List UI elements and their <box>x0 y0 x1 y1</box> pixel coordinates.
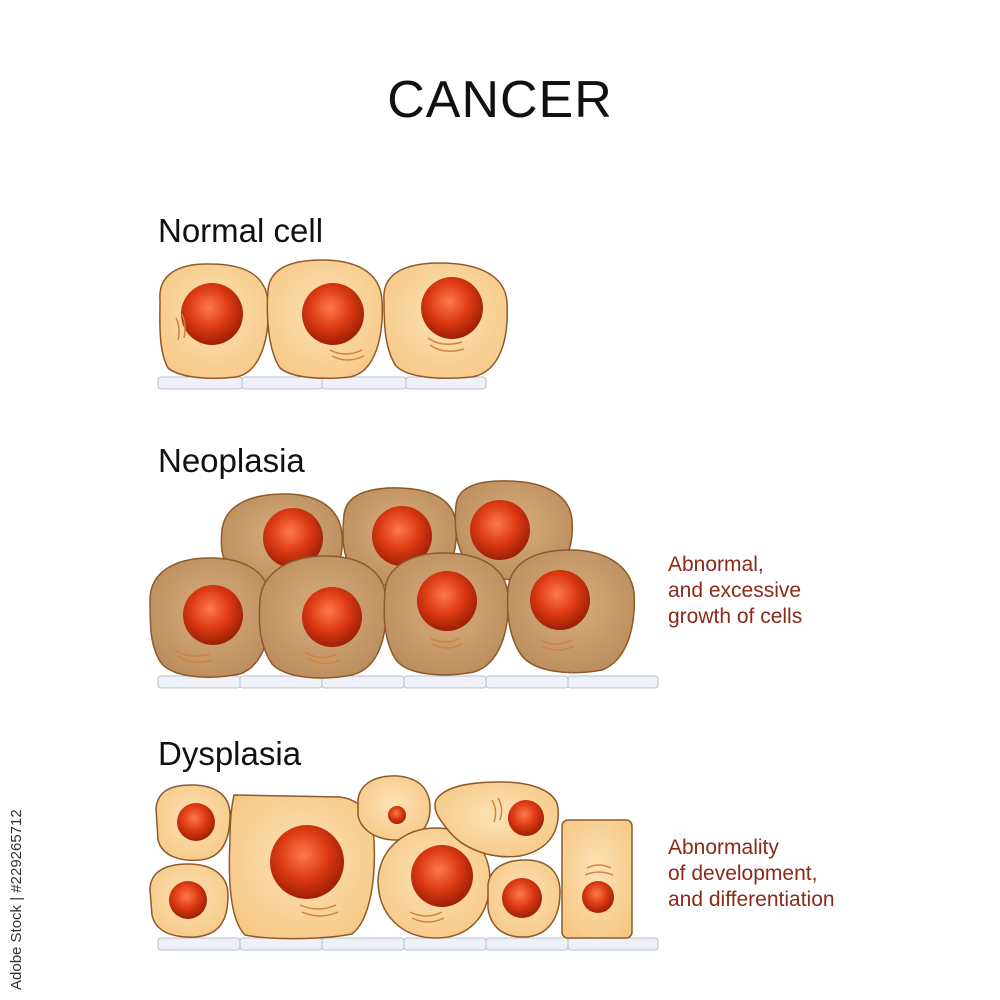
neoplasia-description-line-1: Abnormal, <box>668 553 764 576</box>
normal-cell <box>266 259 384 379</box>
nucleus <box>302 283 364 345</box>
dysplasia-description-line-2: of development, <box>668 862 818 885</box>
golgi-apparatus <box>491 797 503 823</box>
nucleus <box>169 881 207 919</box>
dysplasia-cell-cluster <box>149 775 659 951</box>
neoplasia-description-line-2: and excessive <box>668 579 802 602</box>
golgi-apparatus <box>299 904 339 917</box>
dysplastic-cell-large <box>228 794 376 940</box>
normal-cell <box>159 263 270 379</box>
golgi-apparatus <box>304 651 341 665</box>
nucleus <box>421 277 483 339</box>
nucleus <box>530 570 590 630</box>
golgi-apparatus <box>409 911 445 923</box>
golgi-apparatus <box>329 349 365 361</box>
dysplasia-description: Abnormality of development, and differen… <box>668 835 835 913</box>
nucleus <box>508 800 544 836</box>
nucleus <box>582 881 614 913</box>
dysplasia-description-line-3: and differentiation <box>668 888 835 911</box>
nucleus <box>388 806 406 824</box>
dysplastic-cell-small <box>155 784 231 862</box>
dysplastic-cell-flattened <box>434 781 559 858</box>
neoplastic-cell <box>506 549 636 674</box>
nucleus <box>263 508 323 568</box>
basement-membrane-neoplasia <box>157 675 659 689</box>
basement-membrane-dysplasia <box>157 937 659 951</box>
diagram-title: CANCER <box>387 71 613 129</box>
dysplastic-cell-rectangular <box>561 819 633 939</box>
neoplastic-cell <box>383 552 509 676</box>
nucleus <box>470 500 530 560</box>
golgi-apparatus <box>539 639 575 651</box>
nucleus <box>181 283 243 345</box>
nucleus <box>183 585 243 645</box>
nucleus <box>502 878 542 918</box>
dysplastic-cell-tiny <box>357 775 431 841</box>
nucleus <box>270 825 344 899</box>
label-neoplasia: Neoplasia <box>158 442 305 479</box>
golgi-apparatus <box>584 864 614 876</box>
stock-watermark: Adobe Stock | #229265712 <box>8 809 25 990</box>
nucleus <box>177 803 215 841</box>
label-normal-cell: Normal cell <box>158 212 324 249</box>
neoplasia-cell-cluster <box>149 480 659 689</box>
nucleus <box>302 587 362 647</box>
label-dysplasia: Dysplasia <box>158 735 302 772</box>
golgi-apparatus <box>429 637 463 649</box>
normal-cell-row <box>157 259 509 390</box>
golgi-apparatus <box>427 337 465 352</box>
nucleus <box>372 506 432 566</box>
dysplasia-description-line-1: Abnormality <box>668 836 779 859</box>
neoplasia-description: Abnormal, and excessive growth of cells <box>668 552 802 630</box>
dysplastic-cell-small <box>487 859 561 938</box>
nucleus <box>417 571 477 631</box>
neoplastic-cell <box>258 555 388 679</box>
dysplastic-cell-small <box>149 863 229 938</box>
nucleus <box>411 845 473 907</box>
neoplasia-description-line-3: growth of cells <box>668 605 803 628</box>
normal-cell <box>383 262 509 379</box>
neoplastic-cell <box>149 557 272 678</box>
golgi-apparatus <box>175 313 186 341</box>
dysplastic-cell-round <box>377 827 491 939</box>
golgi-apparatus <box>174 649 214 663</box>
